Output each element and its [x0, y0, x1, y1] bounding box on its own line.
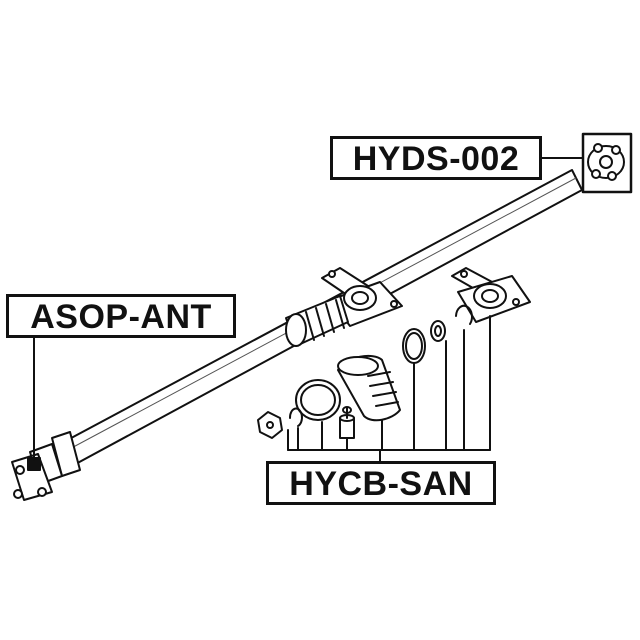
gasket-plate [257, 411, 283, 439]
bushing-sleeve [339, 406, 355, 439]
front-flange-joint [11, 431, 81, 501]
seal-ring [430, 320, 446, 342]
leader-lines [33, 157, 584, 462]
center-bearing-assembly [321, 267, 403, 327]
snap-ring-large [455, 304, 473, 325]
boot-clamp-band [295, 379, 341, 421]
small-clip [288, 407, 303, 427]
part-label-asop-ant: ASOP-ANT [6, 294, 236, 338]
part-label-hyds-002: HYDS-002 [330, 136, 542, 180]
exploded-center-bearing [451, 267, 531, 323]
slip-joint-spline [285, 295, 349, 347]
rear-flexible-coupling [581, 132, 633, 194]
part-label-hycb-san: HYCB-SAN [266, 461, 496, 505]
dust-cover-ring [402, 328, 426, 364]
rubber-boot [337, 354, 401, 422]
